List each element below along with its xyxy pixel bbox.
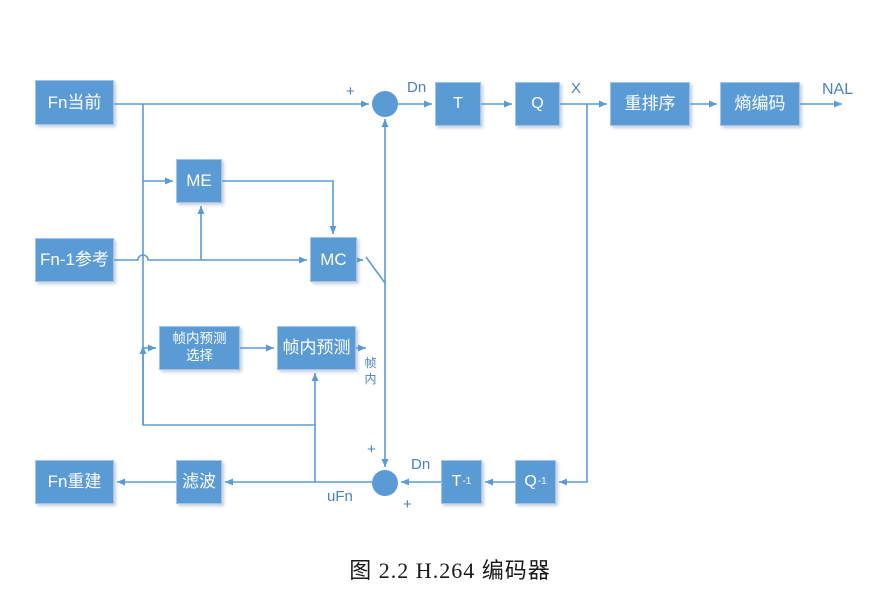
box-entropy-coding: 熵编码	[720, 82, 800, 126]
box-filter: 滤波	[176, 460, 222, 504]
bottom-sum-junction	[372, 470, 398, 496]
box-reorder: 重排序	[610, 82, 690, 126]
intra-select-line2: 选择	[186, 348, 213, 363]
box-quantize: Q	[515, 82, 560, 126]
label-plus-recon-top: +	[367, 441, 376, 458]
label-dn-top: Dn	[407, 79, 427, 96]
box-fn-reconstructed: Fn重建	[35, 460, 114, 504]
box-inverse-transform: T-1	[441, 460, 482, 504]
label-nal: NAL	[822, 81, 854, 98]
figure-caption: 图 2.2 H.264 编码器	[349, 558, 551, 583]
box-motion-estimation: ME	[176, 159, 222, 203]
connector-fnref-to-mc	[114, 254, 307, 264]
box-fn-current: Fn当前	[35, 80, 114, 125]
box-transform: T	[435, 82, 481, 126]
label-plus-recon-bottom: +	[403, 496, 412, 513]
intra-select-line1: 帧内预测	[172, 331, 227, 347]
box-inverse-quantize: Q-1	[515, 460, 556, 504]
mode-switch-lever	[365, 256, 386, 284]
connector-fncurrent-trunk	[142, 104, 315, 426]
top-sum-junction	[372, 91, 398, 117]
label-dn-recon: Dn	[411, 456, 431, 473]
label-ufn: uFn	[327, 488, 353, 505]
inv-quant-base: Q	[524, 473, 537, 490]
label-intra-mode: 帧内	[364, 356, 377, 387]
label-x-output: X	[571, 80, 582, 97]
box-fn-reference: Fn-1参考	[35, 238, 114, 282]
box-intra-prediction: 帧内预测	[277, 326, 356, 370]
connector-x-to-invq	[559, 104, 588, 486]
inv-transform-base: T	[451, 473, 462, 490]
label-plus-top: +	[346, 83, 355, 100]
connector-me-to-mc	[222, 180, 337, 234]
box-motion-compensation: MC	[310, 237, 357, 282]
box-intra-prediction-select: 帧内预测 选择	[159, 326, 240, 370]
